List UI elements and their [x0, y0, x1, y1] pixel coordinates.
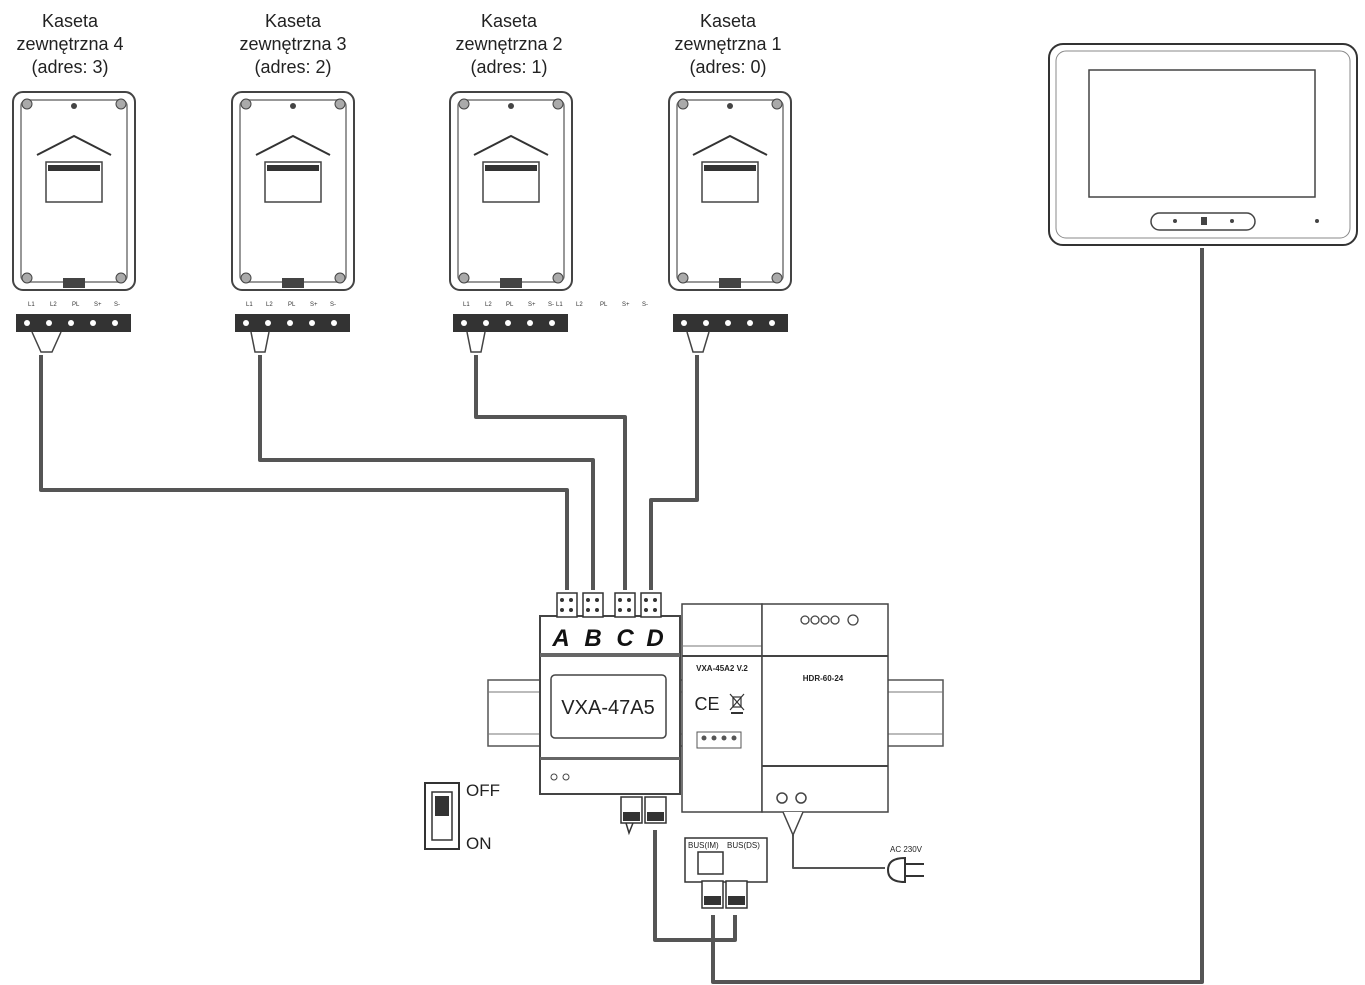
terminal-label: L1 — [246, 302, 253, 308]
bus-connector-module: BUS(IM) BUS(DS) — [684, 837, 768, 909]
port-d-label: D — [646, 625, 663, 652]
door-panel-1 — [668, 91, 792, 291]
wire-panel-1-to-d — [649, 355, 699, 590]
terminal-labels-panel-1: L1 L2 PL S+ S- — [556, 302, 648, 308]
panel-title-4: Kaseta zewnętrzna 4 (adres: 3) — [0, 10, 150, 79]
port-c-label: C — [616, 625, 634, 652]
mains-label: AC 230V — [890, 845, 923, 854]
terminal-labels-panel-2: L1 L2 PL S+ S- — [463, 302, 554, 308]
terminal-block-panel-1 — [673, 314, 788, 353]
power-supply-unit: HDR-60-24 — [761, 603, 889, 837]
terminal-label: S- — [330, 302, 336, 308]
weee-bin-icon — [729, 693, 745, 714]
terminal-label: L2 — [485, 302, 492, 308]
bus-ds-label: BUS(DS) — [727, 841, 760, 850]
distributor-unit: VXA-47A5 A B C D — [539, 615, 681, 795]
adapter-model-label: VXA-45A2 V.2 — [696, 664, 748, 673]
ce-mark: CE — [694, 694, 719, 714]
wire-psu-to-mains — [792, 835, 885, 869]
terminal-label: S+ — [622, 302, 630, 308]
terminal-label: L1 — [28, 302, 35, 308]
bus-im-label: BUS(IM) — [688, 841, 719, 850]
terminal-label: L1 — [463, 302, 470, 308]
wire-panel-2-to-c — [474, 355, 627, 590]
terminal-label: S+ — [528, 302, 536, 308]
terminal-block-panel-4 — [16, 314, 131, 353]
terminal-label: L2 — [576, 302, 583, 308]
wire-panel-3-to-b — [258, 355, 595, 590]
switch-off-label: OFF — [466, 781, 500, 800]
terminal-labels-panel-3: L1 L2 PL S+ S- — [246, 302, 336, 308]
adapter-unit: VXA-45A2 V.2 CE — [681, 603, 763, 813]
panel-title-line: Kaseta — [480, 11, 538, 31]
panel-title-line: zewnętrzna 3 — [239, 34, 347, 54]
panel-address: (adres: 2) — [254, 57, 332, 77]
panel-title-line: Kaseta — [264, 11, 322, 31]
input-connectors — [556, 592, 662, 618]
panel-address: (adres: 0) — [689, 57, 767, 77]
terminal-label: S- — [548, 302, 554, 308]
panel-title-line: Kaseta — [41, 11, 99, 31]
terminal-block-panel-3 — [235, 314, 350, 353]
terminal-label: PL — [288, 302, 296, 308]
terminal-label: PL — [72, 302, 80, 308]
panel-address: (adres: 1) — [470, 57, 548, 77]
power-plug-icon: AC 230V — [886, 845, 924, 884]
switch-on-label: ON — [466, 834, 492, 853]
door-panel-2 — [449, 91, 573, 291]
terminal-label: L1 — [556, 302, 563, 308]
panel-title-line: zewnętrzna 1 — [674, 34, 782, 54]
panel-title-1: Kaseta zewnętrzna 1 (adres: 0) — [648, 10, 808, 79]
wires — [39, 248, 1204, 984]
terminal-label: PL — [506, 302, 514, 308]
terminal-label: S- — [114, 302, 120, 308]
terminal-label: L2 — [266, 302, 273, 308]
terminal-labels-panel-4: L1 L2 PL S+ S- — [28, 302, 120, 308]
panel-title-3: Kaseta zewnętrzna 3 (adres: 2) — [213, 10, 373, 79]
distributor-model-label: VXA-47A5 — [561, 697, 654, 719]
port-b-label: B — [584, 625, 601, 652]
panel-title-line: Kaseta — [699, 11, 757, 31]
port-a-label: A — [551, 625, 569, 652]
terminal-label: L2 — [50, 302, 57, 308]
door-panel-4 — [12, 91, 136, 291]
video-monitor — [1048, 43, 1358, 246]
terminal-label: S- — [642, 302, 648, 308]
wire-adapter-to-monitor — [711, 248, 1204, 984]
wire-distributor-to-adapter — [653, 830, 737, 942]
terminal-label: PL — [600, 302, 608, 308]
terminal-label: S+ — [310, 302, 318, 308]
door-panel-3 — [231, 91, 355, 291]
terminal-block-panel-2 — [453, 314, 568, 353]
panel-title-line: zewnętrzna 4 — [16, 34, 124, 54]
output-connectors — [620, 796, 667, 836]
terminal-label: S+ — [94, 302, 102, 308]
panel-title-line: zewnętrzna 2 — [455, 34, 563, 54]
psu-model-label: HDR-60-24 — [803, 674, 844, 683]
panel-address: (adres: 3) — [31, 57, 109, 77]
dip-switch: OFF ON — [424, 781, 500, 853]
panel-title-2: Kaseta zewnętrzna 2 (adres: 1) — [429, 10, 589, 79]
wire-panel-4-to-a — [39, 355, 569, 590]
